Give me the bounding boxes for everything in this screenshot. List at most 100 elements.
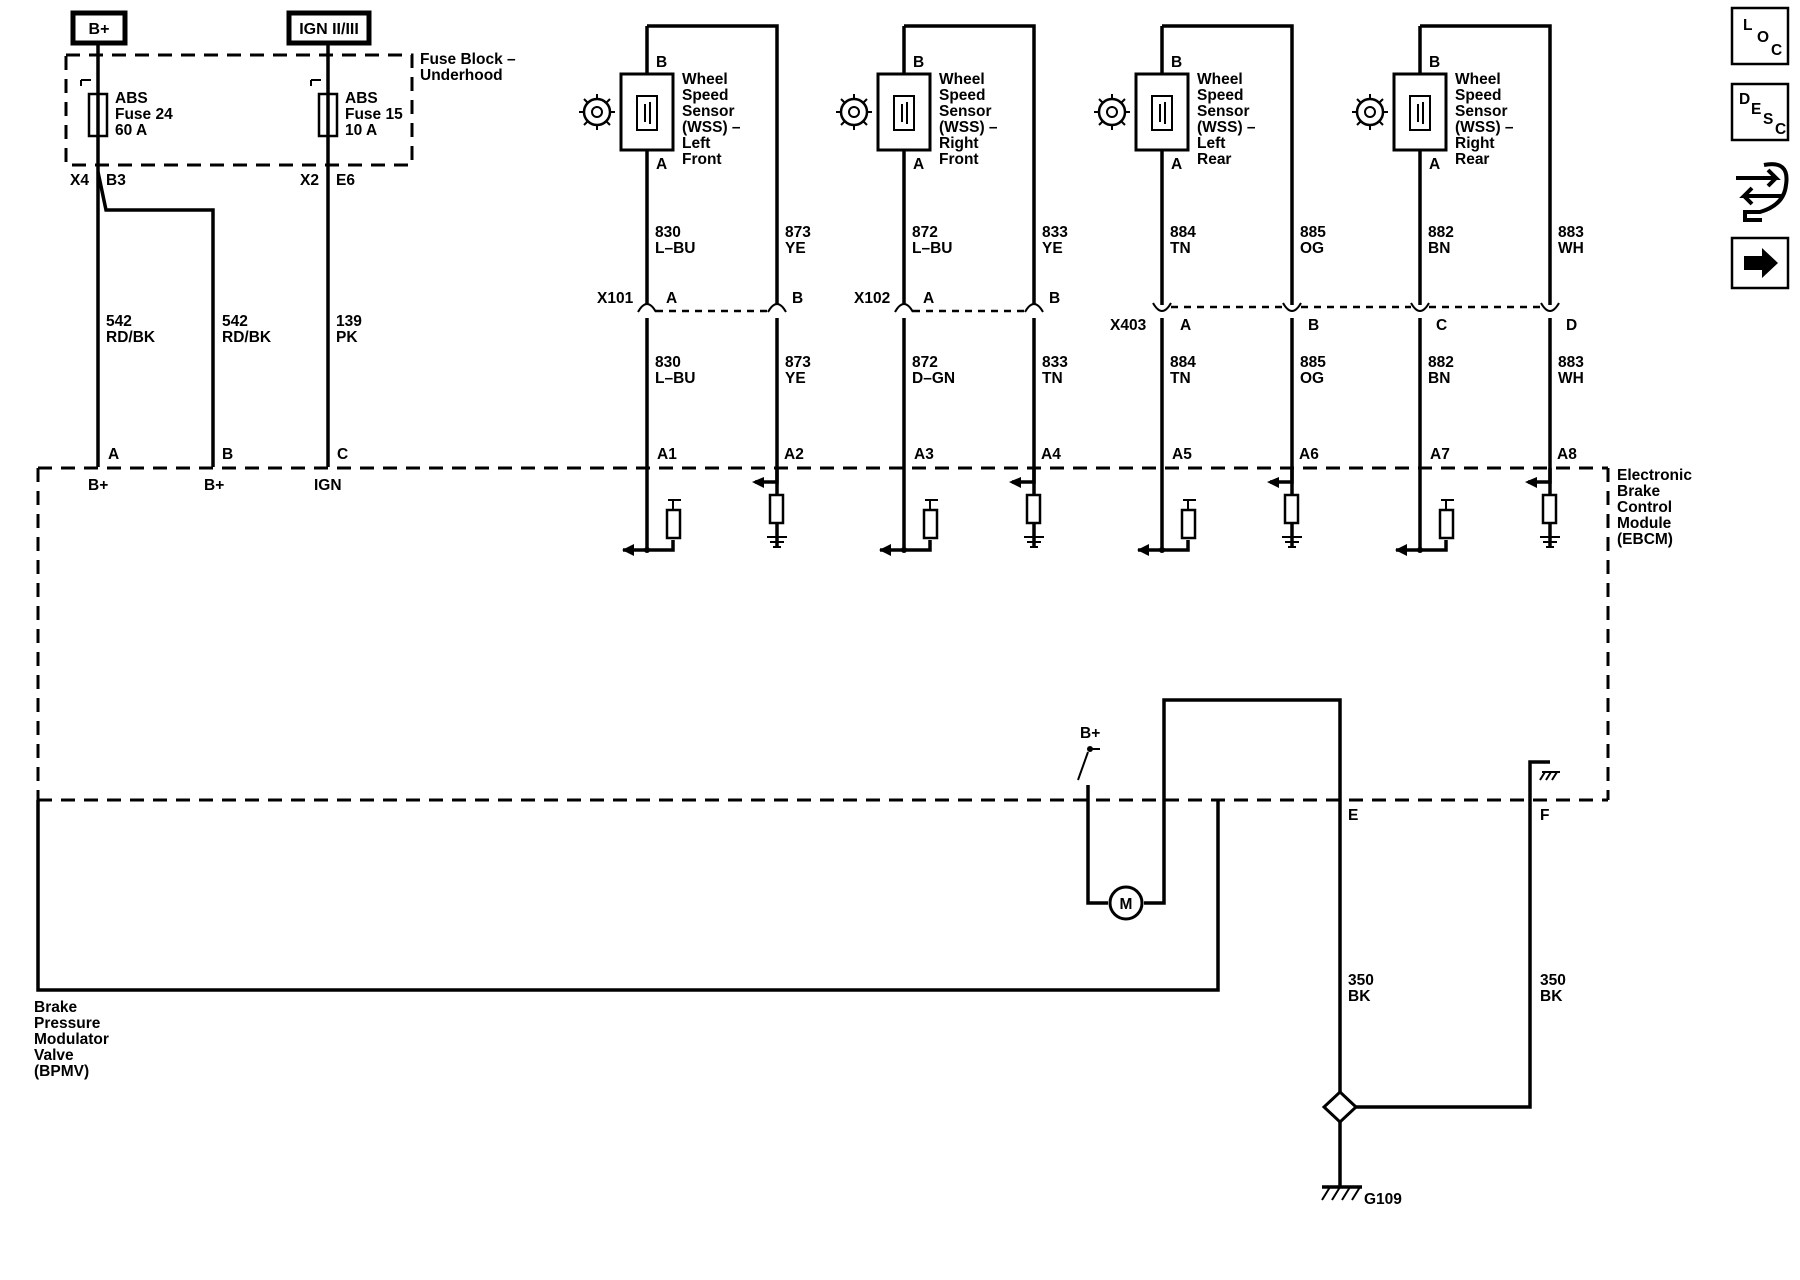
svg-text:Left: Left xyxy=(682,135,710,152)
svg-text:Sensor: Sensor xyxy=(1197,103,1250,120)
pump-motor-circuit: B+ M E F xyxy=(1077,698,1560,1110)
next-page-button[interactable] xyxy=(1730,236,1790,290)
power-feed-wires: 542 RD/BK 542 RD/BK 139 PK A B C B+ B+ I… xyxy=(88,145,362,494)
svg-text:873: 873 xyxy=(785,354,811,371)
svg-text:350: 350 xyxy=(1348,972,1374,989)
connector-end-view-icon xyxy=(1736,162,1789,222)
svg-text:B: B xyxy=(1049,290,1060,307)
svg-text:E: E xyxy=(1751,101,1761,118)
svg-text:F: F xyxy=(1540,807,1549,824)
svg-text:A4: A4 xyxy=(1041,446,1061,463)
svg-text:(WSS) –: (WSS) – xyxy=(939,119,998,136)
svg-text:(WSS) –: (WSS) – xyxy=(1197,119,1256,136)
svg-text:B: B xyxy=(913,54,924,71)
svg-text:A2: A2 xyxy=(784,446,804,463)
svg-text:(EBCM): (EBCM) xyxy=(1617,531,1673,548)
svg-text:C: C xyxy=(1771,42,1782,59)
svg-text:A: A xyxy=(108,446,119,463)
svg-text:Sensor: Sensor xyxy=(1455,103,1508,120)
svg-text:A6: A6 xyxy=(1299,446,1319,463)
svg-text:L: L xyxy=(1743,17,1752,34)
svg-text:C: C xyxy=(337,446,348,463)
ground-symbol-icon xyxy=(1321,1185,1362,1201)
svg-text:884: 884 xyxy=(1170,354,1196,371)
svg-text:S: S xyxy=(1763,111,1773,128)
svg-text:Valve: Valve xyxy=(34,1047,74,1064)
svg-text:Modulator: Modulator xyxy=(34,1031,109,1048)
svg-text:RD/BK: RD/BK xyxy=(222,329,272,346)
svg-text:Sensor: Sensor xyxy=(682,103,735,120)
svg-text:884: 884 xyxy=(1170,224,1196,241)
svg-text:Speed: Speed xyxy=(1455,87,1502,104)
svg-text:872: 872 xyxy=(912,354,938,371)
svg-text:B+: B+ xyxy=(89,21,110,38)
arrow-right-icon xyxy=(1744,248,1778,278)
svg-text:TN: TN xyxy=(1170,370,1191,387)
svg-text:D: D xyxy=(1739,91,1750,108)
svg-text:830: 830 xyxy=(655,354,681,371)
svg-text:A: A xyxy=(923,290,934,307)
connector-x101: X101 A B xyxy=(597,290,803,313)
svg-text:RD/BK: RD/BK xyxy=(106,329,156,346)
svg-text:873: 873 xyxy=(785,224,811,241)
wss-input-circuit xyxy=(879,468,1044,556)
svg-text:542: 542 xyxy=(222,313,248,330)
svg-text:Wheel: Wheel xyxy=(1197,71,1243,88)
wss-input-circuit xyxy=(622,468,787,556)
svg-text:D–GN: D–GN xyxy=(912,370,955,387)
fuse-block-location: Underhood xyxy=(420,67,503,84)
abs-fuse-15-icon xyxy=(317,85,339,145)
svg-text:872: 872 xyxy=(912,224,938,241)
wss-left-front: B A Wheel Speed Sensor (WSS) – Left Fron… xyxy=(579,24,811,387)
svg-text:Right: Right xyxy=(939,135,979,152)
svg-text:882: 882 xyxy=(1428,354,1454,371)
svg-text:B: B xyxy=(792,290,803,307)
svg-text:TN: TN xyxy=(1042,370,1063,387)
wss-right-front: B A Wheel Speed Sensor (WSS) – Right Fro… xyxy=(836,24,1068,387)
sensor-harness-lower: A1 A2 A3 A4 A5 A6 A7 A8 xyxy=(645,318,1577,550)
wss-left-rear: B A Wheel Speed Sensor (WSS) – Left Rear… xyxy=(1094,24,1326,387)
svg-text:542: 542 xyxy=(106,313,132,330)
svg-text:L–BU: L–BU xyxy=(655,240,695,257)
svg-text:M: M xyxy=(1120,896,1133,913)
pump-motor-icon: M xyxy=(1108,885,1144,921)
svg-text:Sensor: Sensor xyxy=(939,103,992,120)
svg-text:B: B xyxy=(656,54,667,71)
svg-text:A: A xyxy=(913,156,924,173)
svg-text:A8: A8 xyxy=(1557,446,1577,463)
svg-text:833: 833 xyxy=(1042,354,1068,371)
connector-end-view-button[interactable] xyxy=(1736,162,1789,222)
svg-text:X2: X2 xyxy=(300,172,319,189)
svg-text:Electronic: Electronic xyxy=(1617,467,1692,484)
svg-text:ABS: ABS xyxy=(345,90,378,107)
svg-text:G109: G109 xyxy=(1364,1191,1402,1208)
svg-text:Fuse 24: Fuse 24 xyxy=(115,106,173,123)
svg-text:OG: OG xyxy=(1300,370,1324,387)
svg-text:O: O xyxy=(1757,29,1769,46)
svg-text:A: A xyxy=(666,290,677,307)
svg-text:B: B xyxy=(1171,54,1182,71)
svg-text:Wheel: Wheel xyxy=(939,71,985,88)
svg-text:Brake: Brake xyxy=(34,999,77,1016)
location-button[interactable]: L O C xyxy=(1730,6,1790,66)
svg-text:E: E xyxy=(1348,807,1358,824)
svg-text:Wheel: Wheel xyxy=(682,71,728,88)
svg-text:Speed: Speed xyxy=(1197,87,1244,104)
svg-text:883: 883 xyxy=(1558,224,1584,241)
svg-text:885: 885 xyxy=(1300,224,1326,241)
svg-text:TN: TN xyxy=(1170,240,1191,257)
svg-text:L–BU: L–BU xyxy=(655,370,695,387)
svg-text:IGN: IGN xyxy=(314,477,342,494)
wss-input-circuit xyxy=(1137,468,1302,556)
svg-text:882: 882 xyxy=(1428,224,1454,241)
ground-g109: 350 BK 350 BK G109 xyxy=(1321,972,1566,1208)
svg-text:IGN II/III: IGN II/III xyxy=(299,21,359,38)
svg-text:B: B xyxy=(222,446,233,463)
ignition-power-box: IGN II/III xyxy=(286,10,372,46)
description-button[interactable]: D E S C xyxy=(1730,82,1790,142)
abs-fuse-24-icon xyxy=(87,85,109,145)
svg-text:YE: YE xyxy=(1042,240,1063,257)
svg-text:(WSS) –: (WSS) – xyxy=(682,119,741,136)
ebcm-wss-input-circuits xyxy=(622,468,1560,556)
